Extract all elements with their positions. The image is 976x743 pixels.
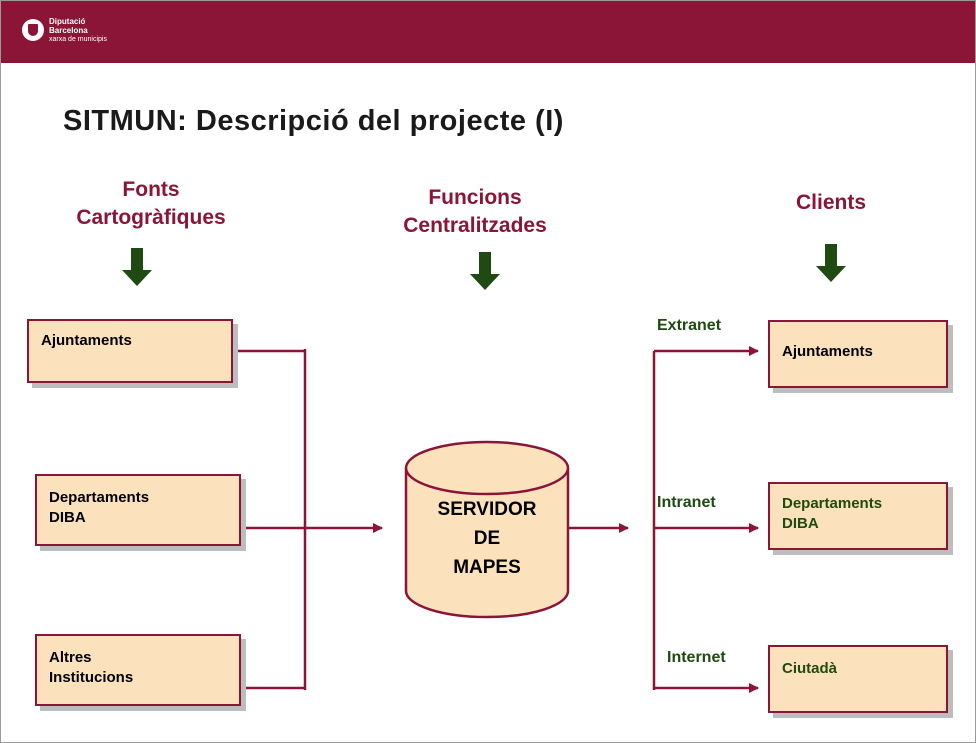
source-box-line: Ajuntaments bbox=[41, 332, 132, 349]
client-box-line: Ajuntaments bbox=[782, 343, 873, 360]
header-bar: Diputació Barcelona xarxa de municipis bbox=[1, 1, 975, 63]
label-intranet: Intranet bbox=[657, 494, 716, 511]
down-arrow-icon bbox=[816, 244, 846, 284]
server-line-1: SERVIDOR bbox=[437, 499, 537, 520]
server-cylinder-icon bbox=[404, 440, 570, 619]
source-box-departaments: Departaments DIBA bbox=[35, 474, 241, 546]
logo-line-1: Diputació bbox=[49, 17, 86, 26]
heading-clients: Clients bbox=[761, 189, 901, 217]
down-arrow-icon bbox=[470, 252, 500, 292]
client-box-ajuntaments: Ajuntaments bbox=[768, 320, 948, 388]
server-label: SERVIDOR DE MAPES bbox=[407, 495, 567, 582]
server-line-2: DE bbox=[473, 528, 501, 549]
heading-functions-line-1: Funcions bbox=[428, 186, 522, 209]
logo-line-2: Barcelona bbox=[49, 26, 88, 35]
client-box-line: Ciutadà bbox=[782, 660, 838, 677]
client-box-line: Departaments bbox=[782, 495, 883, 512]
label-extranet: Extranet bbox=[657, 317, 722, 334]
source-box-line: DIBA bbox=[49, 509, 86, 526]
source-box-line: Institucions bbox=[49, 669, 134, 686]
client-box-ciutada: Ciutadà bbox=[768, 645, 948, 713]
heading-sources-line-1: Fonts bbox=[122, 178, 180, 201]
client-box-departaments: Departaments DIBA bbox=[768, 482, 948, 550]
logo-text: Diputació Barcelona xarxa de municipis bbox=[49, 17, 107, 44]
source-box-line: Departaments bbox=[49, 489, 150, 506]
heading-functions: Funcions Centralitzades bbox=[375, 184, 575, 240]
label-internet: Internet bbox=[667, 649, 726, 666]
heading-sources-line-2: Cartogràfiques bbox=[76, 206, 226, 229]
heading-functions-line-2: Centralitzades bbox=[403, 214, 547, 237]
server-line-3: MAPES bbox=[453, 557, 521, 578]
heading-clients-line-1: Clients bbox=[795, 191, 866, 214]
down-arrow-icon bbox=[122, 248, 152, 288]
source-box-altres: Altres Institucions bbox=[35, 634, 241, 706]
client-box-line: DIBA bbox=[782, 515, 819, 532]
logo-line-3: xarxa de municipis bbox=[49, 36, 107, 43]
page-title: SITMUN: Descripció del projecte (I) bbox=[63, 105, 564, 137]
heading-sources: Fonts Cartogràfiques bbox=[61, 176, 241, 232]
source-box-ajuntaments: Ajuntaments bbox=[27, 319, 233, 383]
source-box-line: Altres bbox=[49, 649, 92, 666]
diputacio-logo-icon bbox=[22, 19, 44, 41]
